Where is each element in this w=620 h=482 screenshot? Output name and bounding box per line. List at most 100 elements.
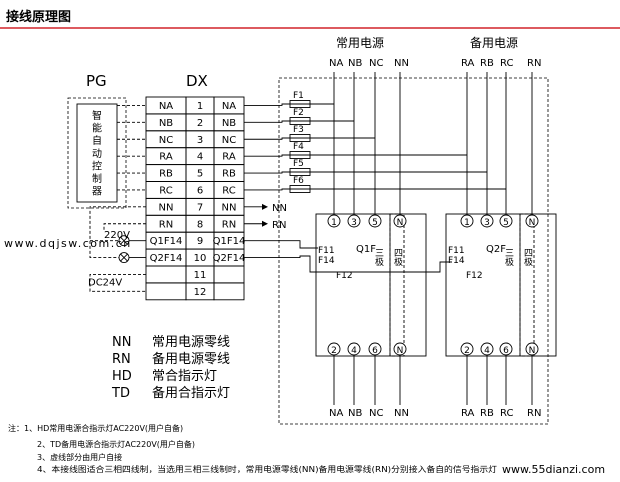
- dx-right-label: RN: [222, 219, 236, 230]
- pole4-label: 四极: [522, 248, 533, 267]
- pole3-label: 三极: [503, 248, 514, 267]
- dx-left-label: NA: [159, 101, 173, 112]
- bottom-terminal: [460, 342, 474, 356]
- normal-top-label: NA: [329, 58, 343, 69]
- breaker-f12: F12: [466, 271, 483, 281]
- normal-top-label: NB: [348, 58, 362, 69]
- dx-left-label: RN: [159, 219, 173, 230]
- fuse-label: F6: [293, 176, 304, 186]
- fuse-label: F5: [293, 159, 304, 169]
- top-terminal: [499, 214, 513, 228]
- dx-cell-left: [145, 282, 187, 301]
- watermark-left: www.dqjsw.com.cn: [4, 237, 132, 250]
- breaker-f12: F12: [336, 271, 353, 281]
- rn-return: [103, 223, 146, 231]
- controller-char: 控: [92, 159, 102, 172]
- normal-source-title: 常用电源: [336, 36, 384, 50]
- backup-bottom-label: RN: [527, 408, 541, 419]
- legend-desc: 备用电源零线: [152, 351, 230, 367]
- dx-right-label: RC: [222, 185, 235, 196]
- bottom-terminal: [393, 342, 407, 356]
- bottom-terminal: [525, 342, 539, 356]
- pg-dx-links: [117, 104, 146, 191]
- normal-bottom-label: NC: [369, 408, 383, 419]
- breaker-name: Q1F: [356, 244, 376, 255]
- top-terminal-label: 5: [372, 218, 378, 228]
- legend-code: TD: [111, 386, 130, 401]
- dx-right-label: Q2F14: [213, 253, 246, 264]
- legend-desc: 常用电源零线: [152, 335, 230, 350]
- backup-bottom-label: RA: [461, 408, 475, 419]
- dx-label: DX: [186, 72, 208, 90]
- wire-to-fuse: [244, 154, 290, 157]
- dx-number: 8: [197, 219, 203, 230]
- controller-dashed-box: [67, 97, 127, 209]
- breaker-body: [315, 213, 427, 357]
- backup-bottom-label: RB: [480, 408, 494, 419]
- top-terminal: [347, 214, 361, 228]
- top-terminal-label: 1: [331, 218, 337, 228]
- backup-top-label: RN: [527, 58, 541, 69]
- controller-char: 器: [92, 186, 102, 198]
- breaker-f14: F14: [318, 256, 335, 266]
- pg-label: PG: [86, 72, 107, 90]
- top-terminal: [327, 214, 341, 228]
- breaker-f11: F11: [318, 246, 335, 256]
- dx-right-label: RB: [222, 169, 236, 180]
- dx-number: 11: [194, 270, 207, 281]
- backup-top-label: RC: [500, 58, 513, 69]
- nn-arrow-head: [262, 203, 268, 210]
- legend: NN 常用电源零线 RN 备用电源零线 HD 常合指示灯 TD 备用合指示灯: [111, 335, 230, 401]
- nn-return: [89, 206, 146, 258]
- dx-cell-left: [145, 265, 187, 284]
- top-terminal: [393, 214, 407, 228]
- dx-right-label: NC: [222, 135, 236, 146]
- rn-arrow-label: RN: [272, 220, 286, 231]
- legend-code: NN: [112, 335, 131, 350]
- lamp-cross: [120, 236, 128, 245]
- dx-right-label: Q1F14: [213, 236, 246, 247]
- dx-left-label: RC: [159, 185, 172, 196]
- dx-cell-right: [213, 282, 245, 301]
- dx-number: 3: [197, 135, 203, 146]
- top-terminal-label: 1: [464, 218, 470, 228]
- fuse-label: F4: [293, 142, 304, 152]
- bottom-terminal: [480, 342, 494, 356]
- dx-left-label: RA: [159, 152, 173, 163]
- wire-to-fuse: [244, 137, 290, 140]
- dx-right-label: NN: [222, 202, 237, 213]
- dx-number: 1: [197, 101, 203, 112]
- note-text: 4、本接线图适合三相四线制，当选用三相三线制时，常用电源零线(NN)备用电源零线…: [37, 464, 497, 474]
- dx-number: 5: [197, 169, 203, 180]
- legend-code: RN: [112, 352, 131, 367]
- bottom-terminal-label: 2: [331, 346, 337, 356]
- controller-char: 自: [92, 134, 102, 147]
- fuse-label: F3: [293, 125, 304, 135]
- dx-left-label: RB: [159, 169, 173, 180]
- normal-bottom-label: NB: [348, 408, 362, 419]
- controller-char: 能: [92, 122, 102, 135]
- controller-char: 动: [92, 148, 102, 160]
- q2f14-wire: [244, 255, 452, 273]
- pole4-label: 四极: [392, 248, 403, 267]
- controller-char: 制: [92, 172, 102, 185]
- fuse-label: F1: [293, 91, 304, 101]
- q1f14-wire: [244, 240, 318, 249]
- legend-desc: 常合指示灯: [152, 369, 217, 384]
- top-terminal: [460, 214, 474, 228]
- legend-code: HD: [112, 369, 132, 384]
- legend-desc: 备用合指示灯: [152, 385, 230, 401]
- breaker-body: [445, 213, 557, 357]
- backup-top-label: RB: [480, 58, 494, 69]
- enclosure-dashed: [278, 77, 549, 425]
- wire-to-fuse: [244, 171, 290, 174]
- dx-left-label: NN: [159, 202, 174, 213]
- pole3-label: 三极: [373, 248, 384, 267]
- bottom-terminal-label: 4: [484, 346, 490, 356]
- top-terminal: [480, 214, 494, 228]
- dx-right-label: NA: [222, 101, 236, 112]
